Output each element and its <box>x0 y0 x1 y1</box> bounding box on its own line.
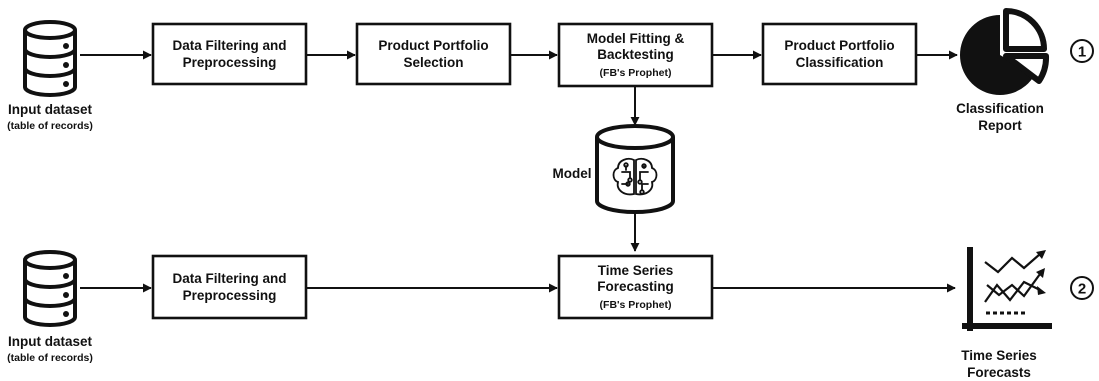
time-series-forecasts-label: Time Series <box>961 348 1037 363</box>
input-dataset-sublabel: (table of records) <box>7 120 93 132</box>
svg-text:1: 1 <box>1078 44 1086 61</box>
product-portfolio-selection-box: Product Portfolio Selection <box>355 22 512 86</box>
step-label: Product Portfolio <box>784 38 894 53</box>
step-label: Preprocessing <box>183 55 277 70</box>
classification-report-label: Classification <box>956 101 1044 116</box>
step-label: Time Series <box>598 263 674 278</box>
data-filtering-box: Data Filtering and Preprocessing <box>151 254 308 320</box>
step-label: Preprocessing <box>183 288 277 303</box>
input-dataset-label: Input dataset <box>8 102 93 117</box>
svg-text:2: 2 <box>1078 281 1086 298</box>
brain-circuit-icon <box>612 157 658 196</box>
database-icon <box>23 250 77 327</box>
step-label: Selection <box>403 55 463 70</box>
step-label: Data Filtering and <box>172 38 286 53</box>
model-database-icon <box>595 124 675 214</box>
step-number-badge: 1 <box>1070 39 1094 63</box>
database-icon <box>23 20 77 97</box>
line-chart-icon <box>962 247 1052 331</box>
step-label: Model Fitting & <box>587 31 685 46</box>
data-filtering-box: Data Filtering and Preprocessing <box>151 22 308 86</box>
product-portfolio-classification-box: Product Portfolio Classification <box>761 22 918 86</box>
time-series-forecasts-label: Forecasts <box>967 365 1031 380</box>
input-dataset-label: Input dataset <box>8 334 93 349</box>
step-label: Classification <box>796 55 884 70</box>
input-dataset-sublabel: (table of records) <box>7 352 93 364</box>
model-label: Model <box>553 166 592 181</box>
step-label: Data Filtering and <box>172 271 286 286</box>
step-label: Backtesting <box>597 47 674 62</box>
time-series-forecasting-box: Time Series Forecasting (FB's Prophet) <box>557 254 714 320</box>
step-note: (FB's Prophet) <box>600 299 672 311</box>
model-fitting-box: Model Fitting & Backtesting (FB's Prophe… <box>557 22 714 88</box>
step-label: Forecasting <box>597 279 674 294</box>
step-number-badge: 2 <box>1070 276 1094 300</box>
pie-chart-icon <box>959 8 1050 95</box>
step-label: Product Portfolio <box>378 38 488 53</box>
step-note: (FB's Prophet) <box>600 67 672 79</box>
classification-report-label: Report <box>978 118 1022 133</box>
